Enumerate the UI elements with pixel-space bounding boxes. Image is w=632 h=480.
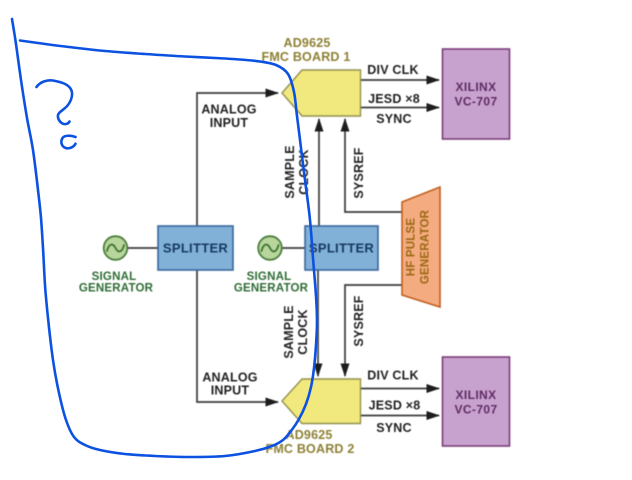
splitter-2-label: SPLITTER bbox=[309, 241, 375, 256]
signal-generator-2-label-line1: SIGNAL bbox=[247, 271, 292, 283]
sync-bottom-label: SYNC bbox=[376, 421, 412, 435]
hf-pulse-generator-label-line2: GENERATOR bbox=[420, 209, 432, 284]
adc-board-2-title-line2: FMC BOARD 2 bbox=[265, 442, 354, 456]
sample-clock-bottom-label-line2: CLOCK bbox=[296, 309, 310, 354]
analog-input-top-label-line2: INPUT bbox=[210, 116, 249, 130]
pen-question-mark bbox=[35, 78, 74, 126]
wire-sysref-bottom bbox=[340, 284, 402, 377]
fpga-board-1-label-line2: VC-707 bbox=[454, 95, 497, 109]
fpga-board-2-shape bbox=[441, 356, 511, 447]
adc-board-1-title-line2: FMC BOARD 1 bbox=[261, 50, 350, 64]
jesd-top-label: JESD ×8 bbox=[368, 92, 420, 106]
sysref-bottom-label: SYSREF bbox=[352, 295, 366, 346]
adc-board-2-title-line1: AD9625 bbox=[285, 428, 332, 442]
hf-pulse-generator-label-line1: HF PULSE bbox=[406, 218, 418, 277]
signal-generator-1-sine-icon bbox=[106, 243, 125, 253]
jesd-bottom-label: JESD ×8 bbox=[369, 399, 421, 413]
fpga-board-1-label-line1: XILINX bbox=[455, 80, 496, 94]
fpga-board-1-shape bbox=[441, 48, 511, 140]
splitter-2-shape bbox=[304, 225, 379, 271]
pen-small-c bbox=[60, 134, 77, 150]
fpga-board-2-label-line2: VC-707 bbox=[454, 403, 497, 417]
wire-analog-input-bottom bbox=[196, 270, 279, 407]
adc-board-1-title-line1: AD9625 bbox=[283, 36, 330, 50]
adc-board-1-shape bbox=[281, 69, 362, 117]
pen-enclosure-loop bbox=[10, 17, 319, 459]
analog-input-bottom-label-line2: INPUT bbox=[211, 384, 250, 398]
analog-input-bottom-label-line1: ANALOG bbox=[202, 371, 257, 385]
div-clk-bottom-label: DIV CLK bbox=[367, 369, 418, 383]
sysref-top-label: SYSREF bbox=[352, 147, 366, 198]
analog-input-top-label-line1: ANALOG bbox=[201, 103, 256, 117]
sample-clock-top-label-line1: SAMPLE bbox=[283, 145, 297, 198]
sync-top-label: SYNC bbox=[376, 112, 412, 126]
splitter-1-label: SPLITTER bbox=[163, 241, 229, 256]
fpga-board-2-label-line1: XILINX bbox=[455, 388, 496, 402]
sample-clock-bottom-label-line1: SAMPLE bbox=[282, 305, 296, 358]
adc-board-2-shape bbox=[281, 378, 362, 425]
wire-sysref-top bbox=[340, 118, 402, 213]
splitter-1-shape bbox=[157, 225, 234, 271]
signal-generator-2-label-line2: GENERATOR bbox=[234, 283, 309, 295]
signal-generator-1-label-line1: SIGNAL bbox=[92, 271, 137, 283]
signal-generator-1-label-line2: GENERATOR bbox=[79, 283, 154, 295]
div-clk-top-label: DIV CLK bbox=[367, 63, 418, 77]
pen-annotation-layer bbox=[10, 17, 319, 459]
signal-generator-2-sine-icon bbox=[260, 243, 280, 253]
wire-analog-input-top bbox=[196, 88, 279, 226]
hf-pulse-generator-shape bbox=[401, 185, 441, 309]
diagram-layer: AD9625 FMC BOARD 1 AD9625 FMC BOARD 2 XI… bbox=[79, 36, 511, 456]
